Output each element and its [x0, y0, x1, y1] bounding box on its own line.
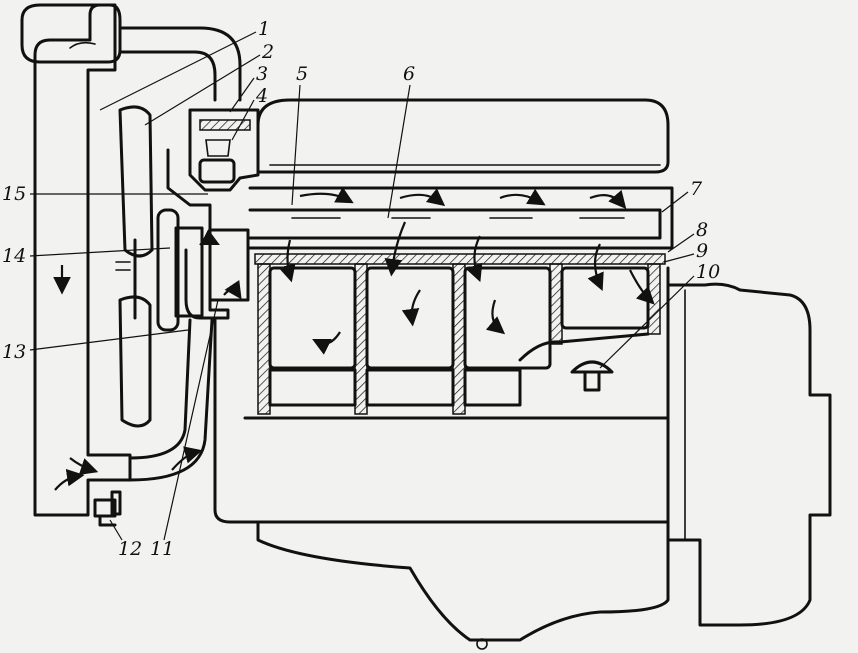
callout-8: 8: [696, 219, 708, 241]
crankcase-oil-pan: [213, 266, 670, 650]
callout-14: 14: [2, 245, 26, 267]
drain-cock[interactable]: [93, 490, 122, 527]
callout-7: 7: [690, 178, 703, 200]
head-gasket: [254, 253, 666, 265]
callout-12: 12: [118, 538, 142, 560]
bell-housing: [666, 282, 832, 627]
callout-10: 10: [696, 261, 720, 283]
cylinder-head-water-jacket: [248, 186, 674, 250]
callout-1: 1: [258, 18, 270, 40]
upper-radiator-hose: [118, 26, 242, 102]
callout-11: 11: [150, 538, 174, 560]
fan: [115, 105, 204, 428]
callout-9: 9: [696, 240, 708, 262]
callout-3: 3: [256, 63, 268, 85]
callout-labels: 1 2 3 4 5 6 7 8 9 10 11 12 13 14 15: [2, 18, 720, 560]
radiator: [20, 3, 132, 517]
callout-15: 15: [2, 183, 26, 205]
cylinder-block: [257, 221, 661, 415]
callout-5: 5: [296, 63, 308, 85]
lower-radiator-hose: [128, 318, 214, 482]
callout-6: 6: [403, 63, 415, 85]
temperature-sensor: [570, 360, 614, 392]
valve-cover: [256, 98, 670, 174]
callout-13: 13: [2, 341, 26, 363]
callout-4: 4: [255, 85, 268, 107]
water-pump-thermostat: [166, 108, 260, 320]
callout-2: 2: [261, 41, 274, 63]
